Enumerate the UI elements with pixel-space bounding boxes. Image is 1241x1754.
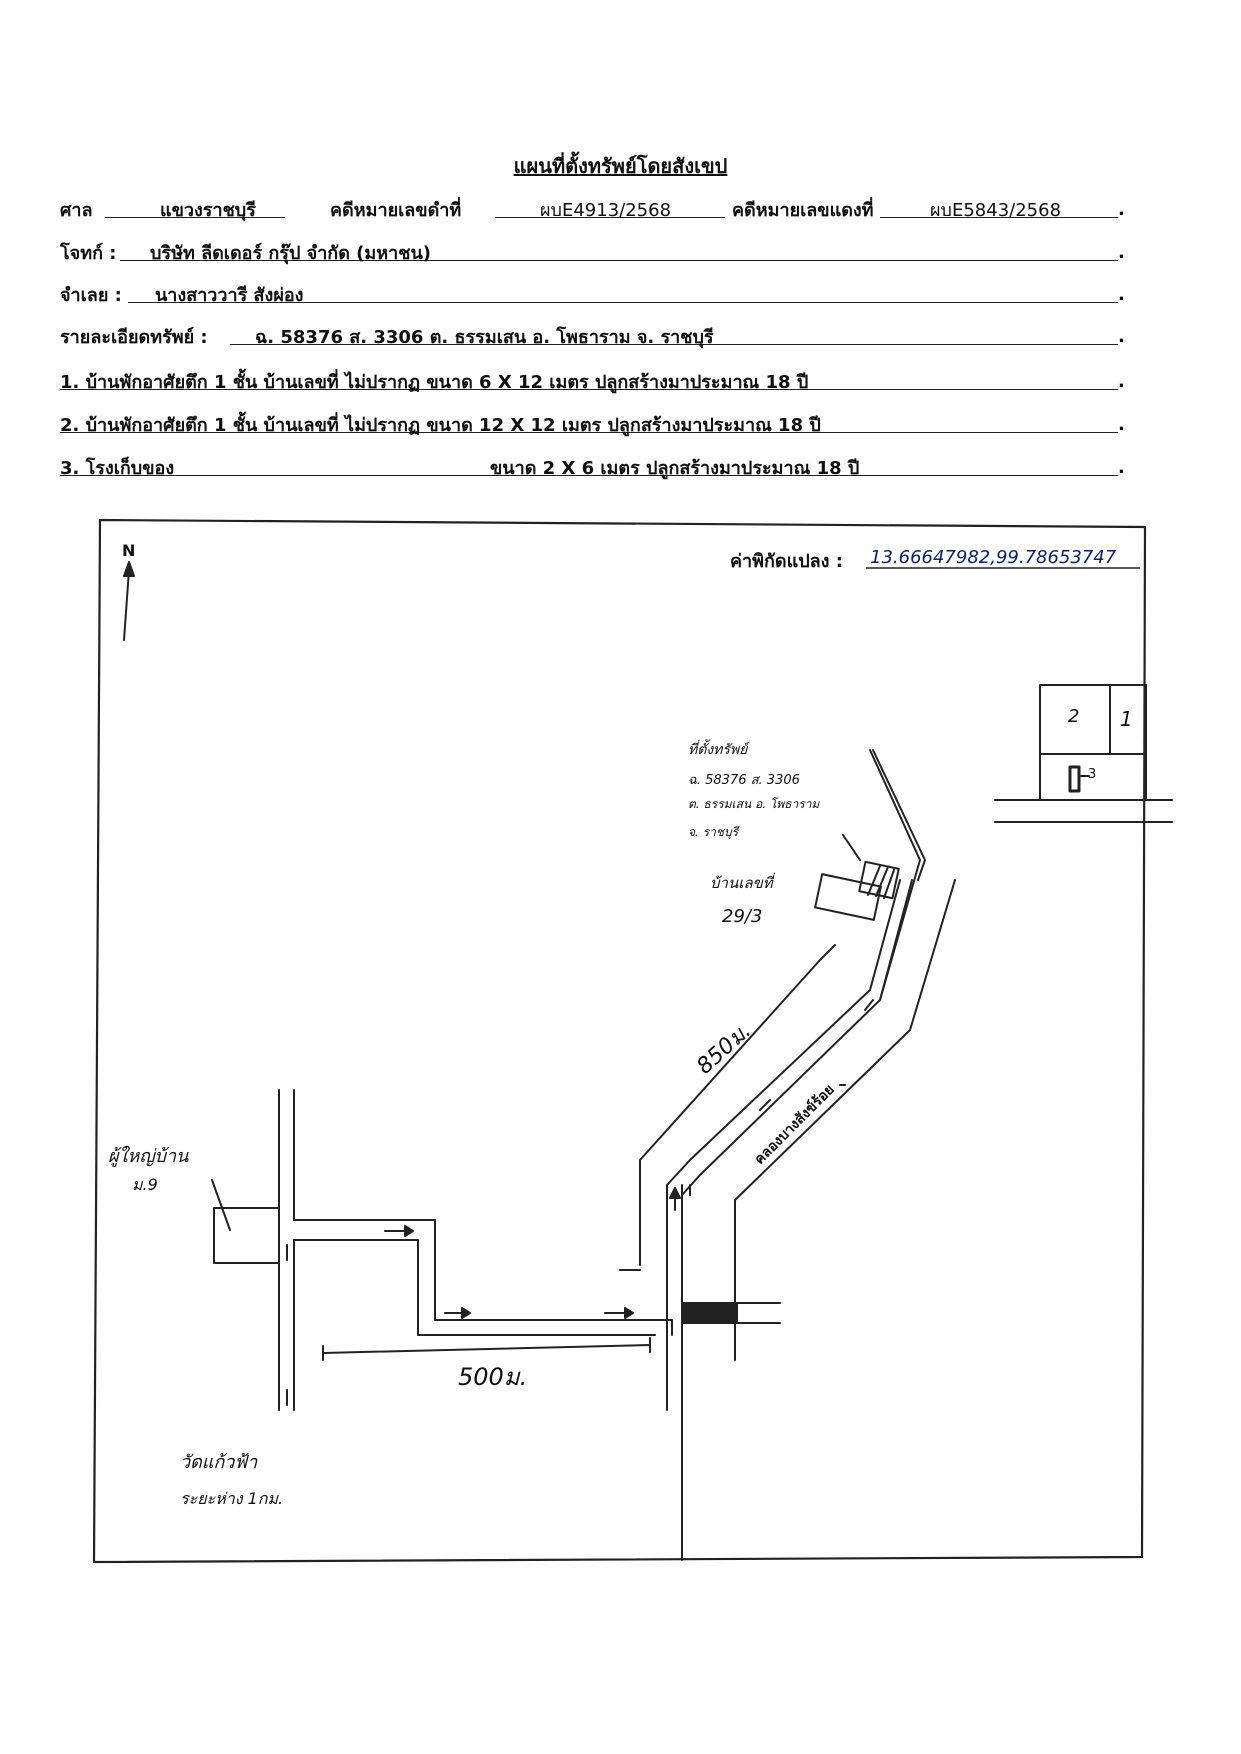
distance-500: 500ม. <box>458 1363 527 1391</box>
item-3-name: 3. โรงเก็บของ <box>60 458 175 479</box>
inset-label-3: 3 <box>1088 767 1096 782</box>
map-frame <box>92 518 1147 1564</box>
temple-distance: ระยะห่าง 1กม. <box>180 1489 283 1508</box>
defendant-label: จำเลย : <box>60 285 122 306</box>
defendant-row: จำเลย : นางสาววารี สังผ่อง . <box>60 280 1185 312</box>
red-case-label: คดีหมายเลขแดงที่ <box>732 200 874 221</box>
plaintiff-row: โจทก์ : บริษัท ลีดเดอร์ กรุ๊ป จำกัด (มหา… <box>60 238 1185 270</box>
item-2-row: 2. บ้านพักอาศัยตึก 1 ชั้น บ้านเลขที่ ไม่… <box>60 410 1185 442</box>
coord-label: ค่าพิกัดแปลง : <box>730 551 843 572</box>
coord-value: 13.66647982,99.78653747 <box>870 547 1117 568</box>
inset-label-2: 2 <box>1068 706 1079 727</box>
north-arrow-icon <box>123 569 130 641</box>
property-house <box>814 873 882 921</box>
court-label: ศาล <box>60 200 93 221</box>
bridge <box>681 1302 738 1324</box>
case-info-row: ศาล แขวงราชบุรี คดีหมายเลขดำที่ ผบE4913/… <box>60 195 1185 227</box>
item-3-detail: ขนาด 2 X 6 เมตร ปลูกสร้างมาประมาณ 18 ปี <box>490 458 860 479</box>
storage-shed <box>858 860 900 900</box>
north-label: N <box>122 541 135 560</box>
item-3-row: 3. โรงเก็บของ ขนาด 2 X 6 เมตร ปลูกสร้างม… <box>60 453 1185 485</box>
black-case-value: ผบE4913/2568 <box>540 200 672 221</box>
temple-label: วัดแก้วฟ้า <box>180 1452 258 1473</box>
house-no-label: บ้านเลขที่ <box>710 872 776 892</box>
house-no-value: 29/3 <box>722 906 762 927</box>
item-1-row: 1. บ้านพักอาศัยตึก 1 ชั้น บ้านเลขที่ ไม่… <box>60 367 1185 399</box>
inset-label-1: 1 <box>1120 707 1133 731</box>
black-case-label: คดีหมายเลขดำที่ <box>330 200 462 221</box>
village-head-label: ผู้ใหญ่บ้าน <box>108 1145 189 1167</box>
inset-plot <box>994 684 1173 823</box>
property-row: รายละเอียดทรัพย์ : ฉ. 58376 ส. 3306 ต. ธ… <box>60 322 1185 354</box>
property-note-3: ต. ธรรมเสน อ. โพธาราม <box>688 797 820 811</box>
property-value: ฉ. 58376 ส. 3306 ต. ธรรมเสน อ. โพธาราม จ… <box>255 327 714 348</box>
defendant-value: นางสาววารี สังผ่อง <box>155 285 304 306</box>
village-head-house <box>213 1207 280 1264</box>
plaintiff-label: โจทก์ : <box>60 243 117 264</box>
red-case-value: ผบE5843/2568 <box>930 200 1062 221</box>
property-label: รายละเอียดทรัพย์ : <box>60 327 208 348</box>
canal-label: คลองบางสังข์ร้อย <box>751 1081 838 1168</box>
item-1: 1. บ้านพักอาศัยตึก 1 ชั้น บ้านเลขที่ ไม่… <box>60 372 809 393</box>
plaintiff-value: บริษัท ลีดเดอร์ กรุ๊ป จำกัด (มหาชน) <box>150 243 431 264</box>
property-note-4: จ. ราชบุรี <box>688 825 740 840</box>
distance-850: 850ม. <box>692 1018 756 1079</box>
court-value: แขวงราชบุรี <box>160 200 256 221</box>
item-2: 2. บ้านพักอาศัยตึก 1 ชั้น บ้านเลขที่ ไม่… <box>60 415 821 436</box>
property-note-1: ที่ตั้งทรัพย์ <box>688 739 750 758</box>
property-note-2: ฉ. 58376 ส. 3306 <box>688 773 800 788</box>
village-head-moo: ม.9 <box>132 1175 158 1194</box>
document-title: แผนที่ตั้งทรัพย์โดยสังเขป <box>513 154 728 178</box>
